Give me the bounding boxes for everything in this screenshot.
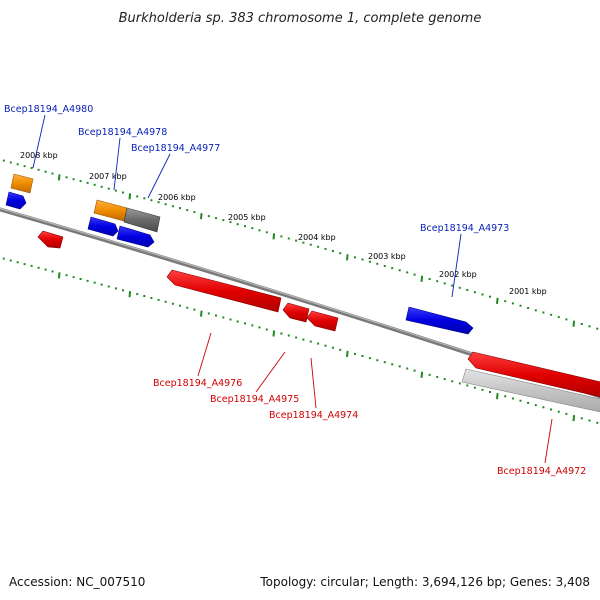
gene-a4977-blue[interactable] xyxy=(116,225,155,248)
gene-a4978-blue[interactable] xyxy=(87,216,119,237)
map-title: Burkholderia sp. 383 chromosome 1, compl… xyxy=(119,11,482,26)
gene-label-a4976[interactable]: Bcep18194_A4976 xyxy=(153,378,242,389)
gene-a4972-red[interactable] xyxy=(467,351,600,398)
kbp-label-2005: 2005 kbp xyxy=(228,213,266,222)
ruler-upper xyxy=(2,159,599,330)
major-tick xyxy=(346,254,349,261)
gene-label-a4975[interactable]: Bcep18194_A4975 xyxy=(210,394,299,405)
gene-label-a4977[interactable]: Bcep18194_A4977 xyxy=(131,143,220,154)
gene-a4975-red[interactable] xyxy=(282,302,310,323)
major-tick xyxy=(128,193,132,200)
summary-text: Topology: circular; Length: 3,694,126 bp… xyxy=(259,575,590,589)
major-tick xyxy=(420,371,424,378)
major-tick xyxy=(272,330,276,337)
major-tick xyxy=(496,393,499,400)
gene-label-a4978[interactable]: Bcep18194_A4978 xyxy=(78,127,167,138)
major-tick xyxy=(346,350,349,357)
major-tick xyxy=(572,415,576,422)
major-tick xyxy=(572,320,576,327)
gene-a4974-red[interactable] xyxy=(306,310,339,332)
feature-orange-a4980[interactable] xyxy=(10,173,34,194)
feature-lightgrey-a4972[interactable] xyxy=(461,368,600,413)
kbp-label-2001: 2001 kbp xyxy=(509,287,547,296)
gene-label-a4972[interactable]: Bcep18194_A4972 xyxy=(497,466,586,477)
major-tick xyxy=(57,272,61,279)
kbp-label-2006: 2006 kbp xyxy=(158,193,196,202)
feature-grey-a4977[interactable] xyxy=(123,207,161,233)
gene-red-small[interactable] xyxy=(37,230,64,249)
gene-a4976-red[interactable] xyxy=(166,269,282,313)
major-tick xyxy=(200,310,203,317)
gene-label-a4974[interactable]: Bcep18194_A4974 xyxy=(269,410,358,421)
gene-a4973-blue[interactable] xyxy=(405,306,474,335)
gene-label-a4973[interactable]: Bcep18194_A4973 xyxy=(420,223,509,234)
leader-lines xyxy=(32,114,553,464)
gene-a4980-blue[interactable] xyxy=(5,191,27,210)
kbp-label-2007: 2007 kbp xyxy=(89,172,127,181)
kbp-label-2003: 2003 kbp xyxy=(368,252,406,261)
kbp-label-2008: 2008 kbp xyxy=(20,151,58,160)
major-tick xyxy=(420,275,424,282)
feature-orange-a4978[interactable] xyxy=(93,199,128,222)
kbp-label-2002: 2002 kbp xyxy=(439,270,477,279)
major-tick xyxy=(128,291,132,298)
accession-text: Accession: NC_007510 xyxy=(9,575,145,589)
kbp-label-2004: 2004 kbp xyxy=(298,233,336,242)
ruler-lower xyxy=(2,257,599,424)
major-tick xyxy=(496,297,499,304)
gene-label-a4980[interactable]: Bcep18194_A4980 xyxy=(4,104,93,115)
major-tick xyxy=(272,233,276,240)
major-tick xyxy=(200,213,203,220)
major-tick xyxy=(57,174,61,181)
